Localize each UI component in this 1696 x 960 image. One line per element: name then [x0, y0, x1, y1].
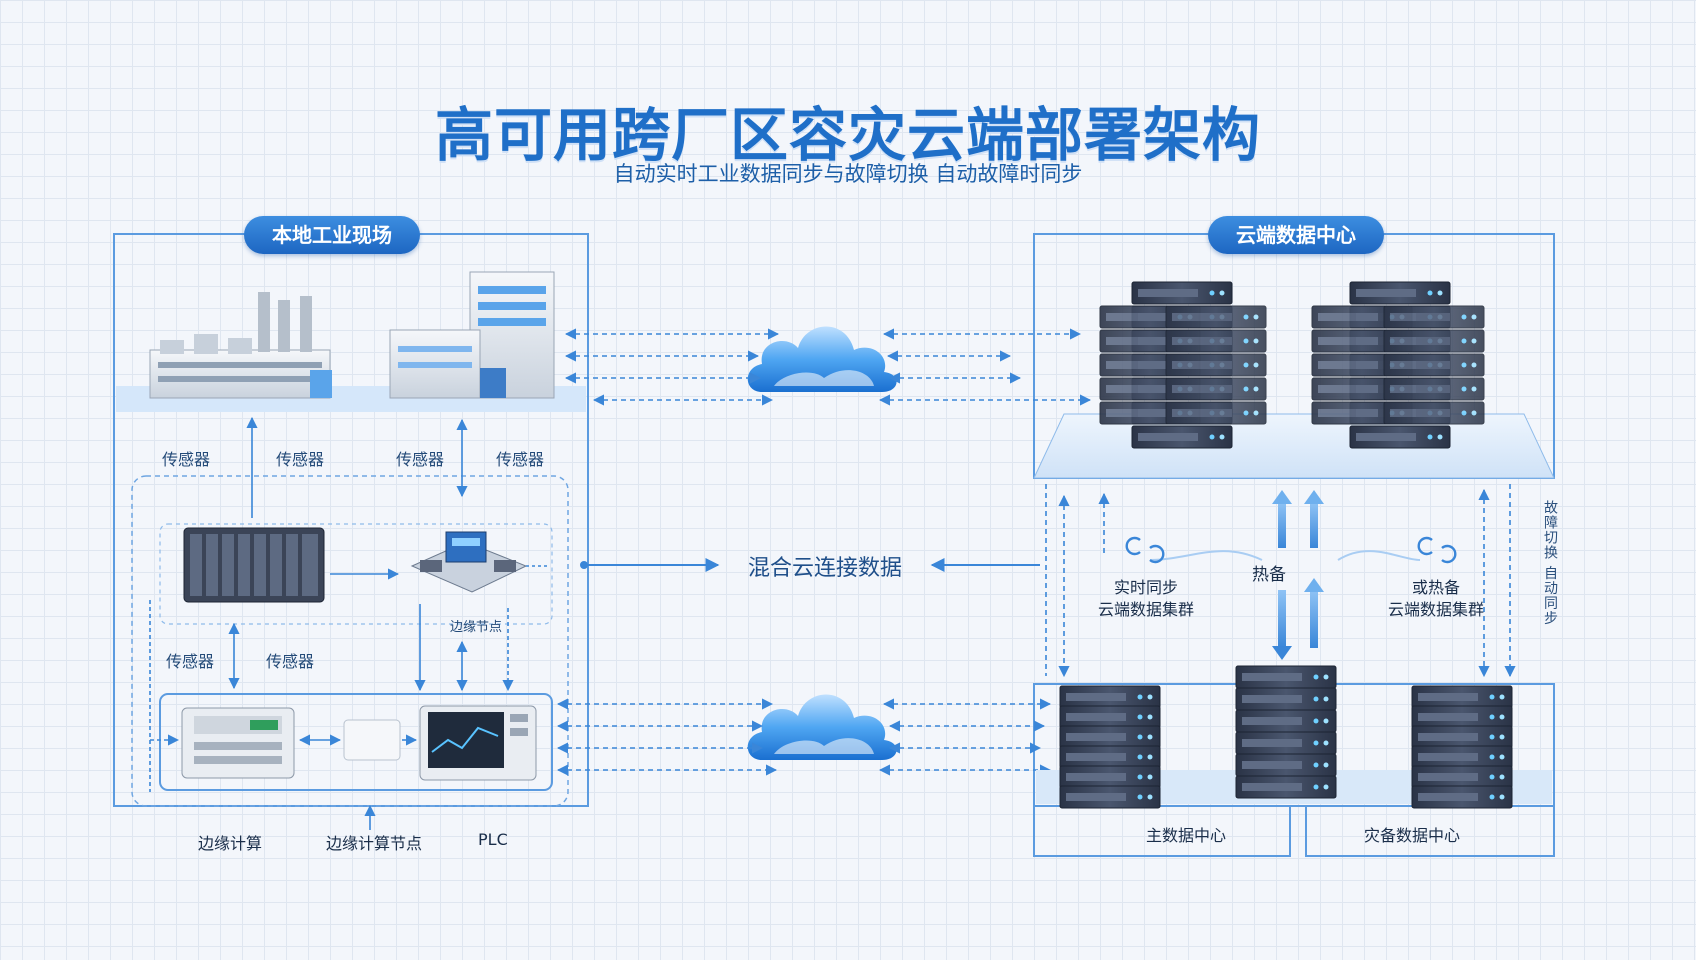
- hybrid-link: [580, 558, 1040, 572]
- cloud-top-icon: [747, 326, 897, 392]
- sensor-label-2: 传感器: [276, 450, 325, 469]
- top-links: [564, 328, 1092, 406]
- cloud-vertical-links: [1045, 484, 1516, 678]
- server-cluster-middle: [1235, 665, 1337, 799]
- io-module-icon: [183, 527, 325, 603]
- vertical-note: 故障切换 自动同步: [1542, 500, 1558, 626]
- device-group-frame: [159, 523, 553, 625]
- cluster-right-line1: 或热备: [1411, 578, 1461, 597]
- edge-compute-device-icon: [181, 707, 295, 779]
- edge-compute-frame: [159, 693, 553, 791]
- bottom-links: [556, 698, 1052, 776]
- local-region-badge: 本地工业现场: [244, 216, 420, 254]
- page-title: 高可用跨厂区容灾云端部署架构: [434, 101, 1261, 169]
- cluster-left-line2: 云端数据集群: [1097, 600, 1195, 619]
- server-cluster-primary: [1059, 685, 1161, 809]
- page-subtitle: 自动实时工业数据同步与故障切换 自动故障时同步: [613, 162, 1083, 186]
- sync-flow-lines: [1149, 550, 1421, 561]
- primary-dc-box: [1033, 805, 1291, 857]
- cluster-right-line2: 云端数据集群: [1387, 600, 1485, 619]
- cluster-left-line1: 实时同步: [1113, 578, 1179, 597]
- sensor-label-4: 传感器: [496, 450, 545, 469]
- sensor-label-1: 传感器: [162, 450, 211, 469]
- server-cluster-top-right: [1311, 281, 1485, 449]
- sensor-label-6: 传感器: [266, 652, 315, 671]
- server-cluster-backup: [1411, 685, 1513, 809]
- sensor-label-5: 传感器: [166, 652, 215, 671]
- cloud-region-badge: 云端数据中心: [1208, 216, 1384, 254]
- edge-node-caption: 边缘节点: [450, 620, 503, 635]
- sync-icon-left: [1125, 536, 1165, 564]
- plc-label: PLC: [478, 830, 508, 849]
- office-building-icon: [389, 271, 555, 399]
- small-switch-icon: [343, 719, 401, 761]
- sync-icon-right: [1417, 536, 1457, 564]
- cloud-bottom-icon: [747, 694, 897, 760]
- edge-node-label: 边缘计算节点: [326, 834, 423, 853]
- primary-dc-label: 主数据中心: [1146, 826, 1227, 845]
- hot-standby-label: 热备: [1252, 565, 1286, 585]
- factory-icon: [149, 292, 332, 399]
- edge-compute-label: 边缘计算: [198, 834, 263, 853]
- hybrid-link-label: 混合云连接数据: [748, 556, 903, 581]
- local-connectors: [149, 416, 548, 830]
- edge-group-frame: [131, 475, 569, 807]
- plc-device-icon: [419, 705, 537, 781]
- hot-standby-arrows: [1272, 490, 1324, 660]
- edge-node-icon: [410, 531, 528, 593]
- server-cluster-top-left: [1099, 281, 1267, 449]
- backup-dc-label: 灾备数据中心: [1364, 826, 1461, 845]
- sensor-label-3: 传感器: [396, 450, 445, 469]
